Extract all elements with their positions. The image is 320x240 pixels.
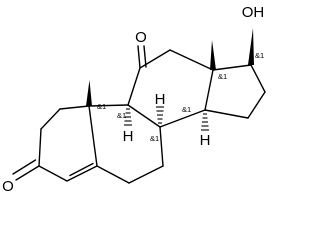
stereo-label-c9: &1 (117, 111, 126, 120)
hash-c8-h (156, 106, 164, 124)
atom-label-h9: H (123, 128, 134, 145)
bond-c16-c15 (247, 91, 266, 119)
bond-c13-c14 (204, 69, 214, 111)
atom-label-h8: H (155, 91, 166, 108)
steroid-structure-diagram: O OH O H H H &1 &1 &1 &1 &1 &1 (2, 4, 266, 195)
bond-c15-c14 (204, 109, 249, 119)
bond-c14-c8 (159, 109, 206, 128)
wedge-c13-methyl (210, 40, 216, 70)
bond-c6-c7 (128, 165, 164, 184)
stereo-label-c8: &1 (150, 134, 159, 143)
bond-c5-c6 (96, 165, 130, 184)
bond-c2-c3 (38, 128, 42, 167)
stereo-label-c13: &1 (218, 72, 227, 81)
wedge-c10-methyl (86, 80, 92, 106)
bond-c1-c2 (40, 108, 61, 130)
bond-c11-o11 (137, 45, 141, 69)
stereo-label-c10: &1 (97, 102, 106, 111)
hash-c14-h (201, 113, 209, 131)
bond-c12-c13 (169, 49, 214, 71)
bond-c17-c16 (250, 64, 266, 93)
atom-labels: O OH O H H H (2, 4, 264, 195)
wedge-c17-oh (248, 28, 254, 65)
bond-c9-c11 (127, 67, 141, 106)
bond-c10-c1 (59, 105, 90, 110)
bond-c8-c9 (127, 104, 161, 128)
atom-label-h14: H (200, 132, 211, 149)
hash-c9-h (124, 108, 132, 126)
bond-c3-o3-double (12, 159, 37, 175)
atom-label-o11: O (135, 29, 147, 46)
atom-label-o3: O (2, 178, 14, 195)
bond-c7-c8 (159, 126, 164, 167)
stereo-label-c14: &1 (182, 105, 191, 114)
bond-c3-o3 (15, 165, 40, 181)
atom-label-o17-hydroxyl: OH (242, 4, 265, 21)
stereo-bonds (86, 28, 254, 131)
bond-skeleton (12, 45, 266, 184)
bond-c4-c5 (66, 165, 98, 182)
bond-c13-c17 (212, 64, 252, 71)
bond-c5-c10 (88, 105, 98, 167)
bond-c3-c4 (38, 165, 68, 182)
bond-c11-c12 (139, 49, 171, 69)
bond-c4-c5-double (69, 162, 94, 177)
bond-c10-c9 (88, 104, 129, 107)
stereo-labels: &1 &1 &1 &1 &1 &1 (97, 51, 264, 143)
bond-c11-o11-double (143, 45, 147, 68)
stereo-label-c17: &1 (255, 51, 264, 60)
